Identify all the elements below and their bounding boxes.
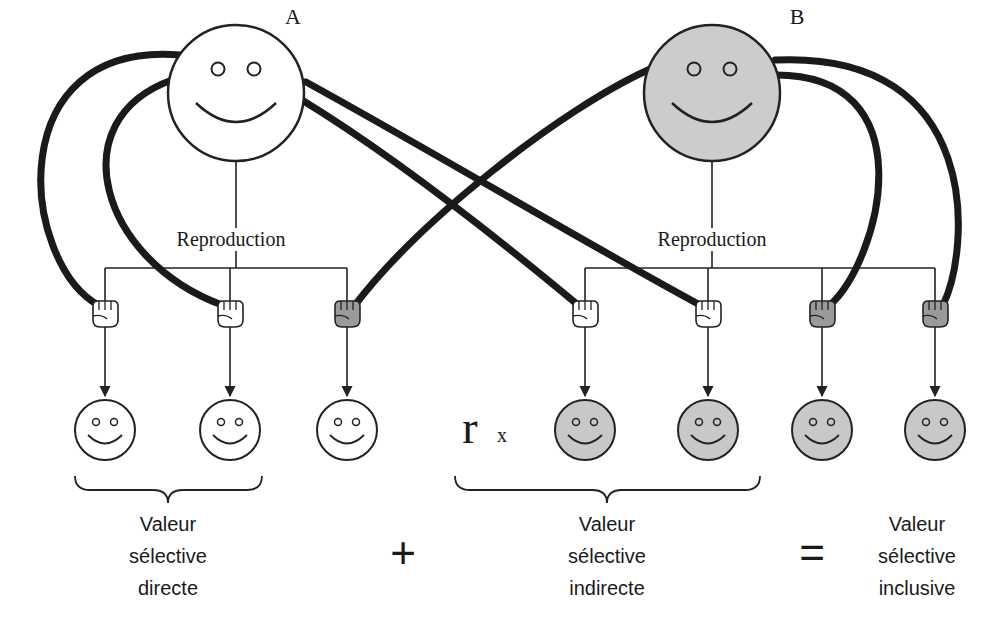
process-label: Reproduction xyxy=(173,228,290,251)
equals-sign: = xyxy=(799,528,825,579)
brackets xyxy=(75,476,760,503)
offspring-arrows xyxy=(105,268,935,396)
fitness-label: Valeur sélective indirecte xyxy=(552,508,662,604)
parent-face: A xyxy=(166,23,306,163)
process-label: Reproduction xyxy=(654,228,771,251)
offspring-faces xyxy=(75,400,965,460)
individual-letter: A xyxy=(285,6,301,28)
plus-sign: + xyxy=(390,528,416,579)
reproduction-lines xyxy=(105,160,935,268)
face-outline xyxy=(642,23,782,163)
face-outline xyxy=(166,23,306,163)
individual-letter: B xyxy=(790,6,805,28)
multiply-sign: x xyxy=(497,424,507,447)
fitness-label: Valeur sélective directe xyxy=(113,508,223,604)
fitness-label: Valeur sélective inclusive xyxy=(862,508,972,604)
fists xyxy=(93,301,948,327)
parent-face: B xyxy=(642,23,782,163)
relatedness-symbol: r xyxy=(462,402,477,455)
